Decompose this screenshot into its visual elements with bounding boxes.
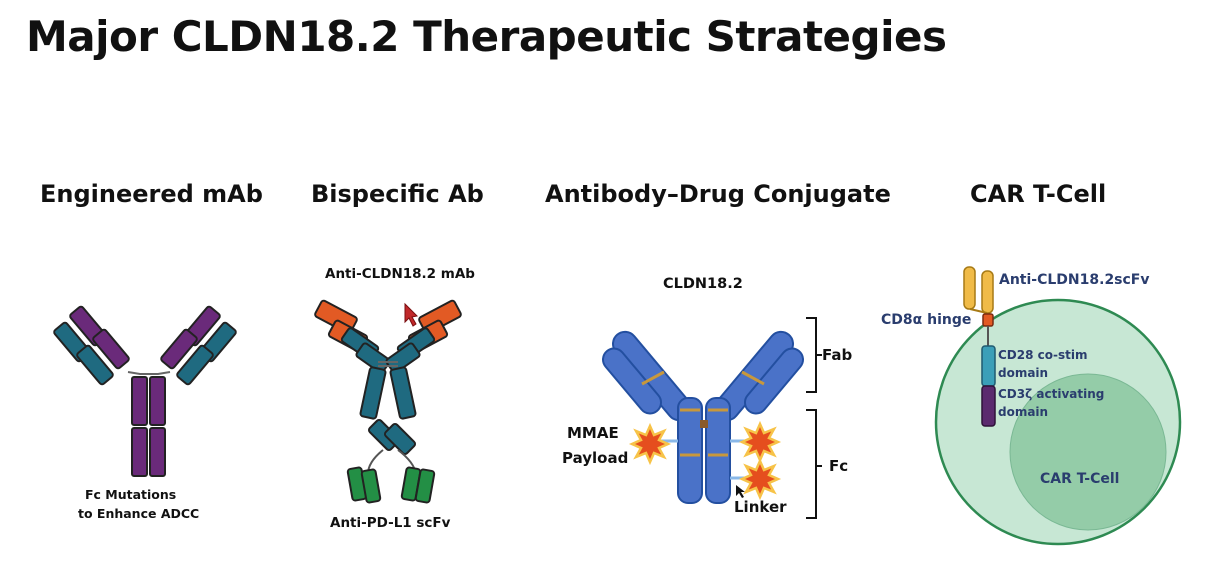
engineered-mab-caption-line2: to Enhance ADCC <box>78 506 200 521</box>
adc-payload-label-line1: MMAE <box>567 424 619 442</box>
panel-title-engineered-mab: Engineered mAb <box>40 180 263 208</box>
car-activating-label-line1: CD3ζ activating <box>998 387 1105 401</box>
panel-title-adc: Antibody–Drug Conjugate <box>545 180 891 208</box>
adc-target-label: CLDN18.2 <box>663 276 743 292</box>
car-hinge-label: CD8α hinge <box>881 312 972 328</box>
car-costim-label-line1: CD28 co-stim <box>998 348 1088 362</box>
cursor-pointer-icon <box>404 302 419 327</box>
car-scfv-label: Anti-CLDN18.2scFv <box>999 272 1150 288</box>
car-t-cell-diagram <box>934 266 1182 546</box>
adc-fab-label: Fab <box>822 346 853 364</box>
adc-payload-label-line2: Payload <box>562 449 629 467</box>
adc-linker-label: Linker <box>734 498 787 516</box>
page-title: Major CLDN18.2 Therapeutic Strategies <box>26 12 947 61</box>
car-cell-label: CAR T-Cell <box>1040 471 1120 487</box>
bispecific-top-label: Anti-CLDN18.2 mAb <box>325 266 475 282</box>
engineered-mab-antibody <box>53 305 237 477</box>
car-activating-label-line2: domain <box>998 405 1049 419</box>
car-costim-label-line2: domain <box>998 366 1049 380</box>
adc-antibody <box>602 317 822 519</box>
engineered-mab-caption-line1: Fc Mutations <box>85 487 177 502</box>
bispecific-bottom-label: Anti-PD-L1 scFv <box>330 515 451 531</box>
panel-title-bispecific-ab: Bispecific Ab <box>311 180 484 208</box>
adc-fc-label: Fc <box>829 457 849 475</box>
panel-title-car-t: CAR T-Cell <box>970 180 1107 208</box>
bispecific-antibody <box>314 299 462 504</box>
